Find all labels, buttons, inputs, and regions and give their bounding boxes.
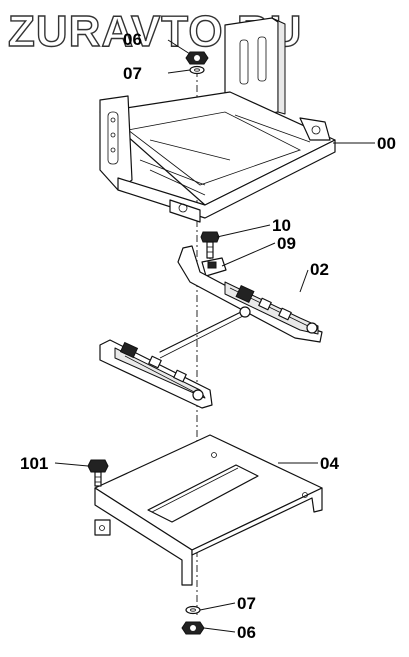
- callout-10: 10: [272, 216, 291, 235]
- callout-06-top: 06: [123, 30, 142, 49]
- callout-02: 02: [310, 260, 329, 279]
- callout-00: 00: [377, 134, 396, 153]
- callout-labels: 06 07 00 10 09 02 101 04 07 06: [20, 30, 396, 642]
- callout-07-bottom: 07: [237, 594, 256, 613]
- part-02-seat-slide-rails: [99, 245, 323, 409]
- callout-06-bottom: 06: [237, 623, 256, 642]
- part-09-bracket: [201, 257, 227, 277]
- leader-lines: [54, 39, 375, 633]
- washer-07-bottom: [185, 605, 201, 615]
- bolt-10: [200, 231, 220, 259]
- callout-07-top: 07: [123, 64, 142, 83]
- bolt-101: [87, 459, 109, 487]
- callout-101: 101: [20, 454, 48, 473]
- callout-04: 04: [320, 454, 339, 473]
- nut-06-bottom: [181, 621, 205, 635]
- callout-09: 09: [277, 234, 296, 253]
- part-00-seat-base-frame: [99, 17, 336, 223]
- part-04-lower-base-plate: [94, 434, 323, 586]
- washer-07-top: [189, 65, 205, 75]
- nut-06-top: [185, 51, 209, 65]
